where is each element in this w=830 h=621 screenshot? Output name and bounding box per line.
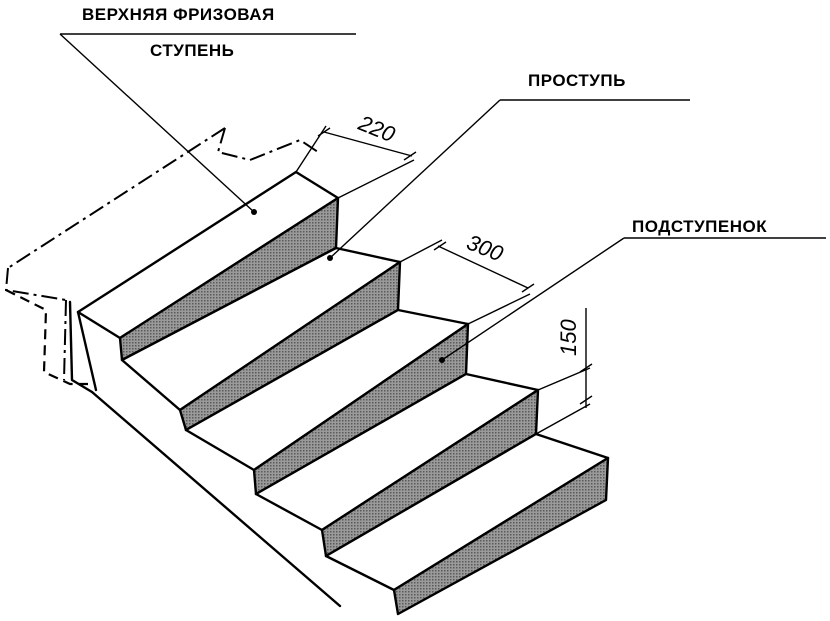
dimension-300: 300 [399,229,535,325]
dimension-150: 150 [535,308,593,435]
label-top-frieze-step-line2: СТУПЕНЬ [150,41,234,60]
stair-steps [76,170,610,616]
label-riser: ПОДСТУПЕНОК [632,217,767,236]
riser-5 [392,456,610,616]
leader-lines [59,33,826,363]
label-top-frieze-step-line1: ВЕРХНЯЯ ФРИЗОВАЯ [82,5,275,24]
stair-side [68,300,342,608]
label-tread: ПРОСТУПЬ [528,71,626,90]
dimension-150-value: 150 [556,319,581,356]
